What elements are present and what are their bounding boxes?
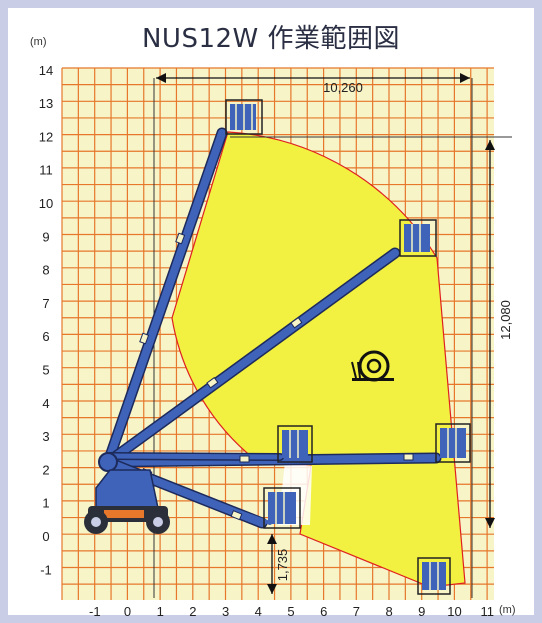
work-area (171, 131, 466, 588)
y-tick-label: 6 (42, 329, 49, 344)
x-tick-label: 7 (353, 604, 360, 619)
y-tick-label: 5 (42, 363, 49, 378)
x-tick-label: 6 (320, 604, 327, 619)
platform-basket-icon (225, 99, 263, 135)
y-tick-label: 1 (42, 496, 49, 511)
x-tick-label: 1 (157, 604, 164, 619)
y-axis-unit: (m) (30, 36, 47, 48)
depth-dimension (267, 534, 277, 594)
vertical-dimension (485, 140, 495, 528)
y-tick-label: 3 (42, 429, 49, 444)
depth-label: 1,735 (275, 549, 290, 582)
x-tick-label: 8 (385, 604, 392, 619)
x-tick-label: 3 (222, 604, 229, 619)
horizontal-dimension (156, 73, 470, 83)
x-tick-label: 4 (255, 604, 262, 619)
y-tick-label: -1 (40, 562, 52, 577)
platform-basket-icon (435, 423, 471, 463)
snail-icon (351, 350, 394, 382)
x-axis-unit: (m) (499, 604, 516, 616)
platform-baskets (225, 99, 471, 595)
y-tick-label: 11 (39, 163, 53, 178)
x-tick-label: 2 (189, 604, 196, 619)
platform-basket-icon (263, 487, 301, 529)
page-title: NUS12W 作業範囲図 (141, 24, 401, 54)
y-tick-label: 0 (42, 529, 49, 544)
y-tick-label: 14 (39, 63, 53, 78)
y-tick-label: 2 (42, 462, 49, 477)
x-tick-label: 9 (418, 604, 425, 619)
platform-basket-icon (277, 425, 313, 463)
x-tick-label: -1 (89, 604, 101, 619)
x-tick-label: 0 (124, 604, 131, 619)
y-tick-label: 4 (42, 396, 49, 411)
y-tick-label: 12 (39, 129, 53, 144)
y-tick-label: 7 (42, 296, 49, 311)
platform-basket-icon (417, 557, 451, 595)
y-tick-label: 10 (39, 196, 53, 211)
x-tick-label: 11 (480, 604, 494, 619)
y-tick-label: 8 (42, 263, 49, 278)
horizontal-reach-label: 10,260 (323, 80, 363, 95)
y-tick-label: 13 (39, 96, 53, 111)
platform-height-label: 12,080 (498, 300, 513, 340)
platform-basket-icon (399, 219, 437, 257)
x-tick-label: 10 (447, 604, 461, 619)
y-tick-label: 9 (42, 229, 49, 244)
x-tick-label: 5 (287, 604, 294, 619)
aerial-work-platform-icon (84, 452, 170, 534)
